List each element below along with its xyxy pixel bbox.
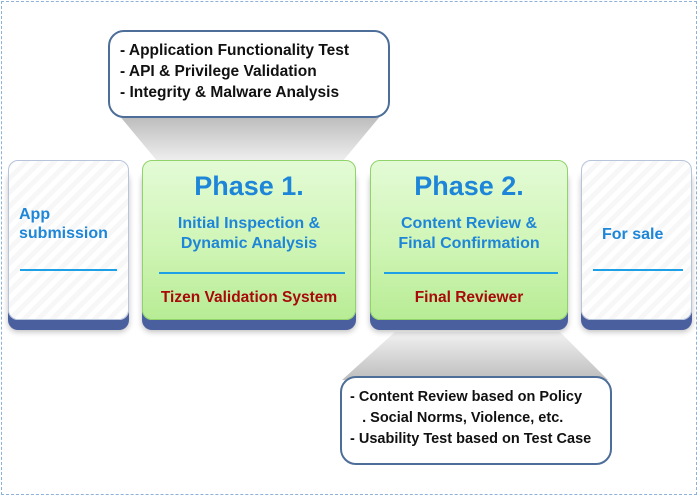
- phase1-subtitle: Initial Inspection &: [177, 215, 321, 232]
- phase2-subtitle: Content Review &: [400, 215, 537, 232]
- app-submission-label: App submission: [19, 205, 108, 243]
- phase1-details-callout: - Application Functionality Test - API &…: [108, 30, 390, 118]
- phase2-title: Phase 2.: [414, 171, 524, 201]
- divider: [20, 269, 117, 271]
- divider: [593, 269, 683, 271]
- bottom-callout-connector: [342, 332, 608, 380]
- phase1-owner: Tizen Validation System: [160, 289, 338, 306]
- top-callout-connector: [118, 114, 382, 162]
- phase1-card: Phase 1. Initial Inspection & Dynamic An…: [142, 160, 356, 320]
- callout-line: - API & Privilege Validation: [120, 63, 317, 80]
- callout-line: - Application Functionality Test: [120, 42, 350, 59]
- label-line: App: [19, 206, 51, 223]
- phase1-subtitle: Dynamic Analysis: [180, 235, 318, 252]
- phase2-details-callout: - Content Review based on Policy . Socia…: [340, 376, 612, 465]
- phase2-owner: Final Reviewer: [414, 289, 524, 306]
- divider: [159, 272, 345, 274]
- callout-line: . Social Norms, Violence, etc.: [350, 410, 564, 426]
- for-sale-label: For sale: [602, 226, 664, 243]
- callout-line: - Usability Test based on Test Case: [350, 431, 592, 447]
- phase2-card: Phase 2. Content Review & Final Confirma…: [370, 160, 568, 320]
- app-submission-card: App submission: [8, 160, 129, 320]
- callout-line: - Content Review based on Policy: [350, 389, 583, 405]
- phase2-subtitle: Final Confirmation: [398, 235, 540, 252]
- divider: [384, 272, 558, 274]
- for-sale-card: For sale: [581, 160, 692, 320]
- label-line: submission: [19, 225, 108, 242]
- callout-line: - Integrity & Malware Analysis: [120, 84, 340, 101]
- phase1-title: Phase 1.: [194, 171, 304, 201]
